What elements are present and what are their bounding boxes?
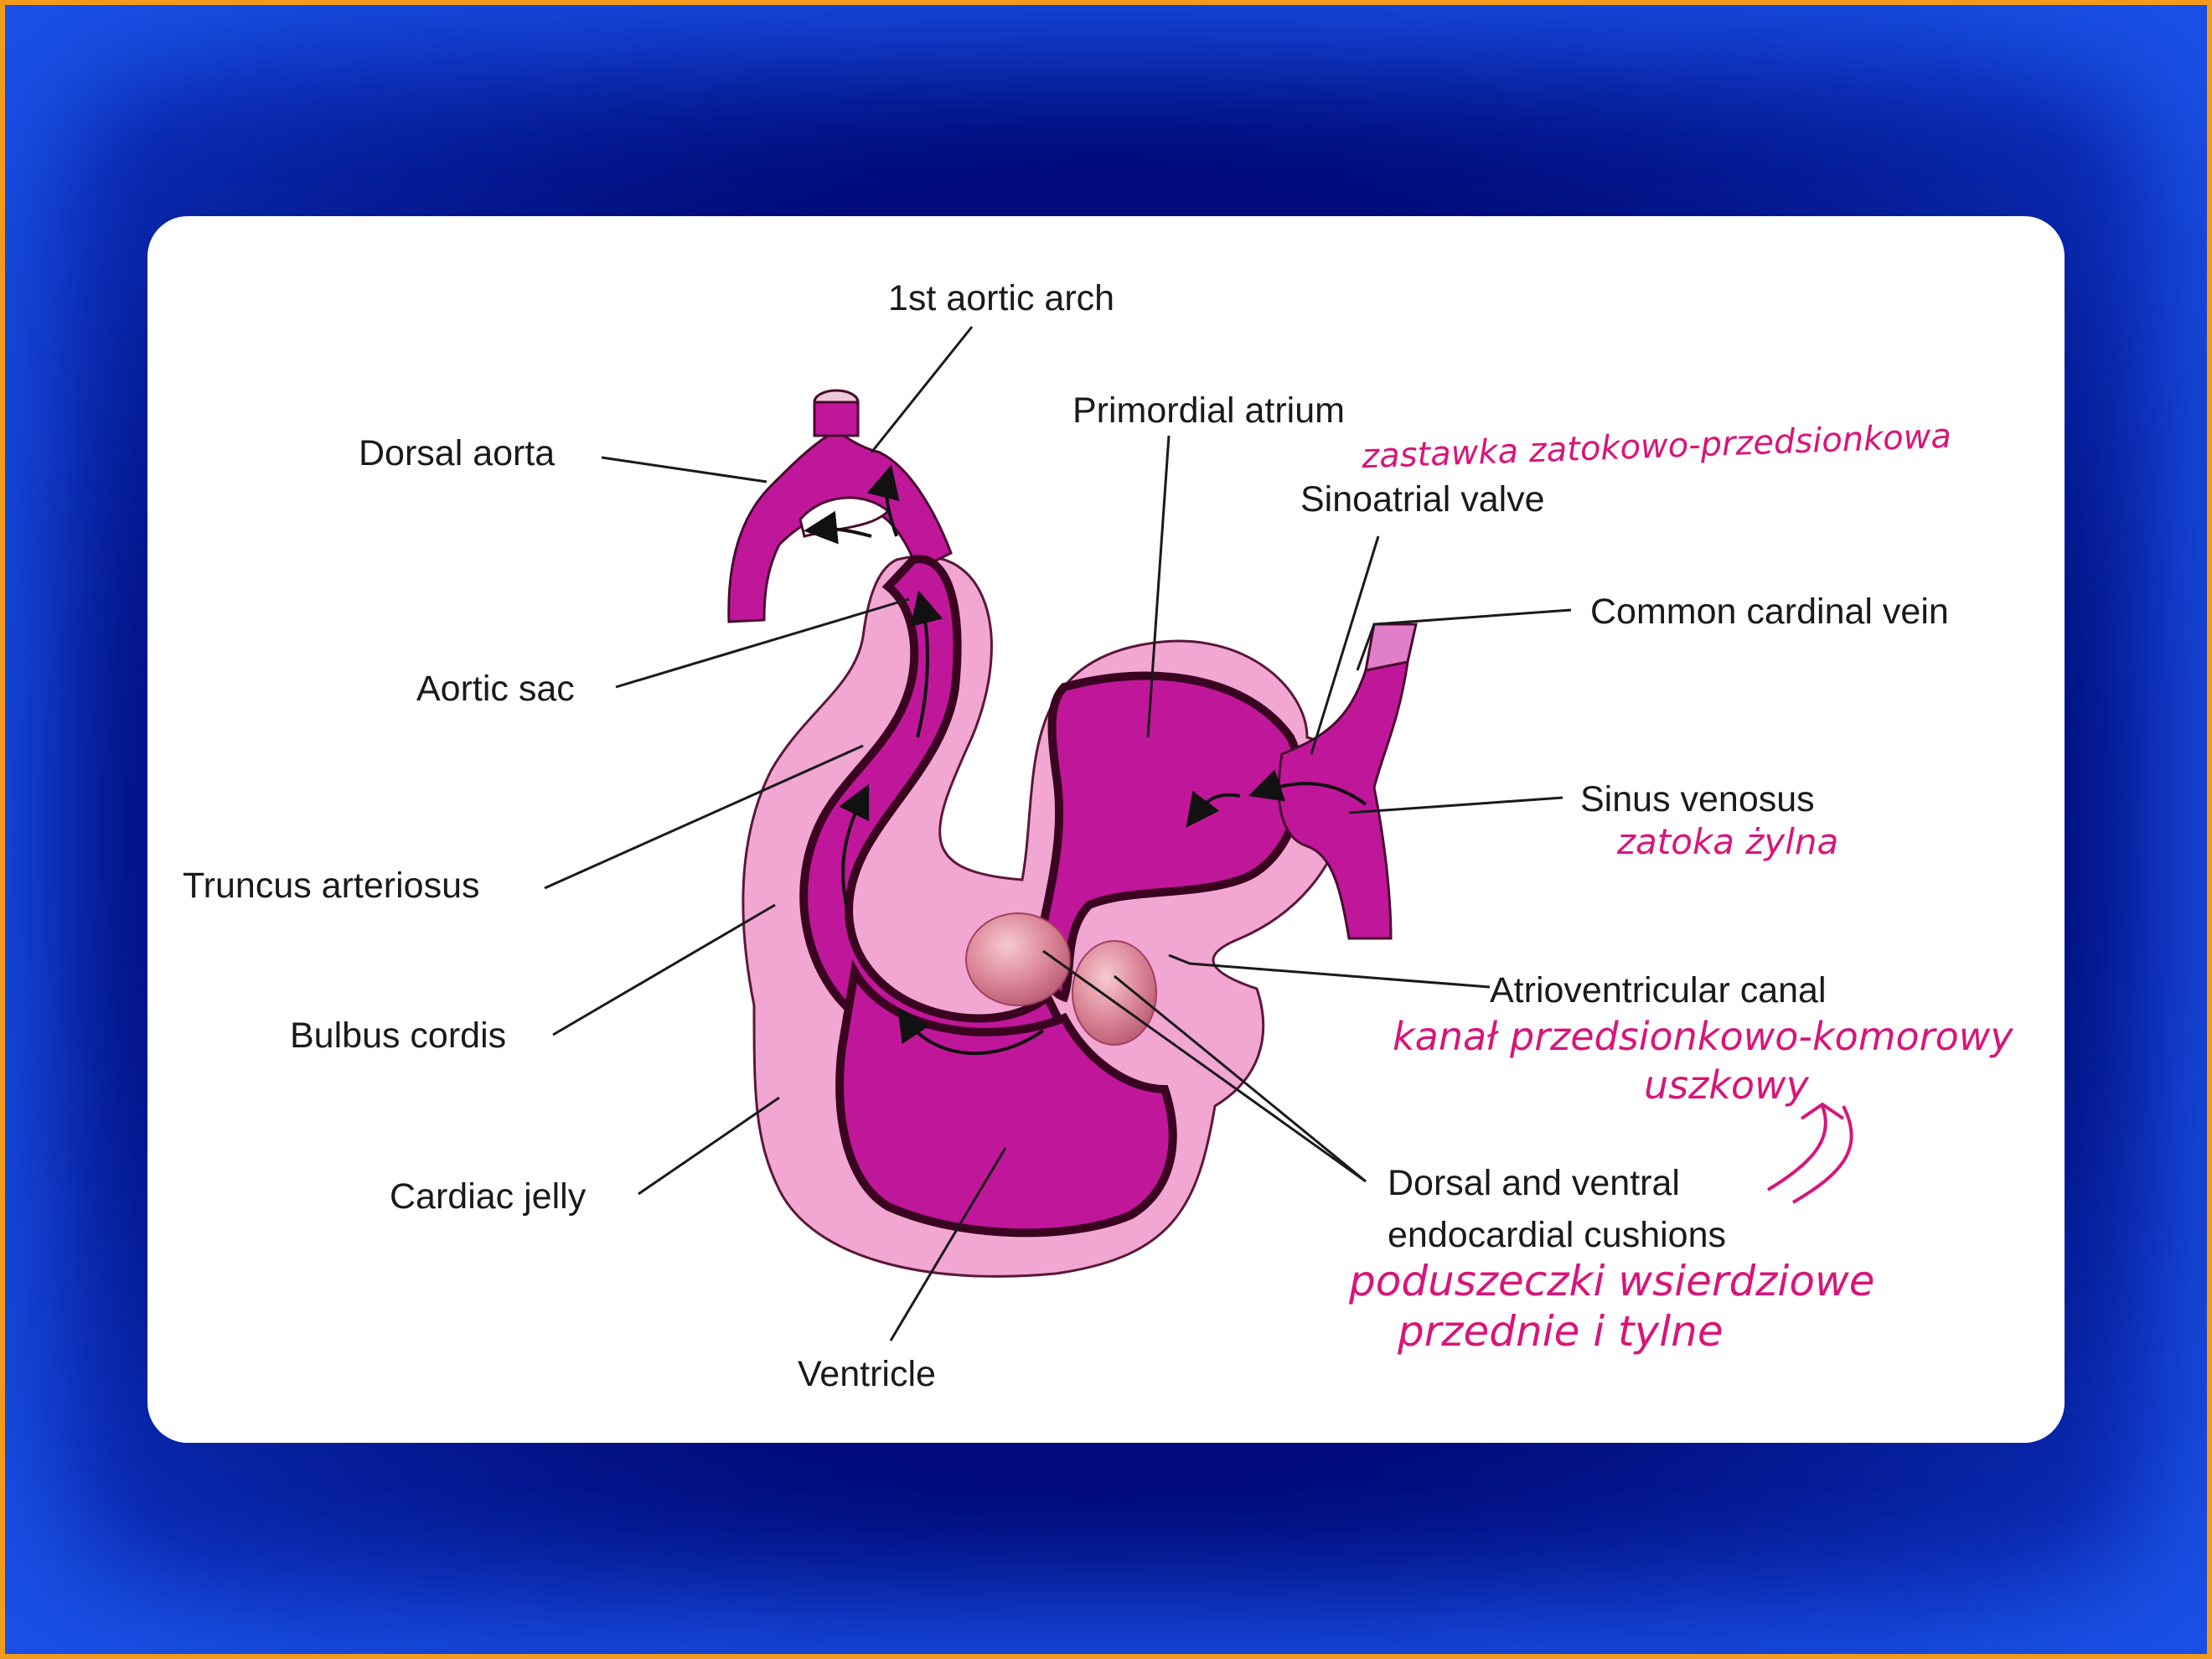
leader-sinus-venosus xyxy=(1348,796,1563,814)
leader-dorsal-aorta xyxy=(601,456,767,483)
label-primordial-atrium: Primordial atrium xyxy=(1072,390,1345,431)
aorta-stub xyxy=(813,401,860,437)
annotation-av-canal-line1: kanał przedsionkowo-komorowy xyxy=(1393,1014,2013,1059)
label-common-cardinal-vein: Common cardinal vein xyxy=(1590,592,1949,632)
leader-bulbus-cordis xyxy=(552,903,776,1036)
leader-primordial-atrium xyxy=(1146,435,1171,738)
leader-first-aortic-arch xyxy=(870,326,974,453)
endocardial-cushion-dorsal xyxy=(965,912,1071,1006)
flow-arrow-arch xyxy=(866,464,900,537)
endocardial-cushion-ventral xyxy=(1072,940,1157,1046)
leader-common-cardinal-vein xyxy=(1356,608,1572,671)
label-cushions-line2: endocardial cushions xyxy=(1388,1215,1726,1255)
annotation-av-canal-line2: uszkowy xyxy=(1644,1062,1809,1108)
handdrawn-arrow xyxy=(1766,1102,1853,1204)
label-cushions-line1: Dorsal and ventral xyxy=(1388,1163,1680,1203)
label-first-aortic-arch: 1st aortic arch xyxy=(888,278,1115,318)
leader-sinoatrial-valve xyxy=(1310,535,1380,755)
flow-arrow-ventricle xyxy=(897,1006,1045,1056)
leader-cushions-2 xyxy=(1114,974,1367,1183)
label-aortic-sac: Aortic sac xyxy=(416,669,575,709)
flow-arrow-bulbus xyxy=(839,783,870,906)
label-sinoatrial-valve: Sinoatrial valve xyxy=(1300,479,1545,519)
leader-ventricle xyxy=(889,1147,1007,1341)
flow-arrow-sinus xyxy=(1248,769,1367,806)
annotation-sinus-venosus: zatoka żylna xyxy=(1617,821,1839,862)
flow-arrow-truncus xyxy=(910,590,943,738)
leader-lines xyxy=(544,326,1572,1341)
leader-truncus-arteriosus xyxy=(544,744,864,890)
leader-aortic-sac xyxy=(615,597,910,689)
annotation-cushions-line1: poduszeczki wsierdziowe xyxy=(1349,1257,1875,1305)
label-bulbus-cordis: Bulbus cordis xyxy=(290,1016,507,1056)
leader-cushions-1 xyxy=(1042,949,1367,1183)
common-cardinal-vein-tube xyxy=(1364,623,1418,672)
flow-arrow-arch-back xyxy=(804,510,872,545)
label-cardiac-jelly: Cardiac jelly xyxy=(390,1176,587,1217)
annotation-cushions-line2: przednie i tylne xyxy=(1398,1307,1724,1356)
label-atrioventricular-canal: Atrioventricular canal xyxy=(1490,970,1827,1010)
sinus-venosus-shape xyxy=(1277,660,1409,940)
label-truncus-arteriosus: Truncus arteriosus xyxy=(183,866,480,906)
flow-arrow-atrium xyxy=(1186,790,1241,828)
label-sinus-venosus: Sinus venosus xyxy=(1580,779,1815,819)
leader-cardiac-jelly xyxy=(638,1096,780,1196)
primordial-atrium-shape xyxy=(1038,671,1305,1003)
label-dorsal-aorta: Dorsal aorta xyxy=(359,433,556,473)
label-ventricle: Ventricle xyxy=(798,1354,936,1394)
leader-atrioventricular-canal xyxy=(1168,954,1491,989)
